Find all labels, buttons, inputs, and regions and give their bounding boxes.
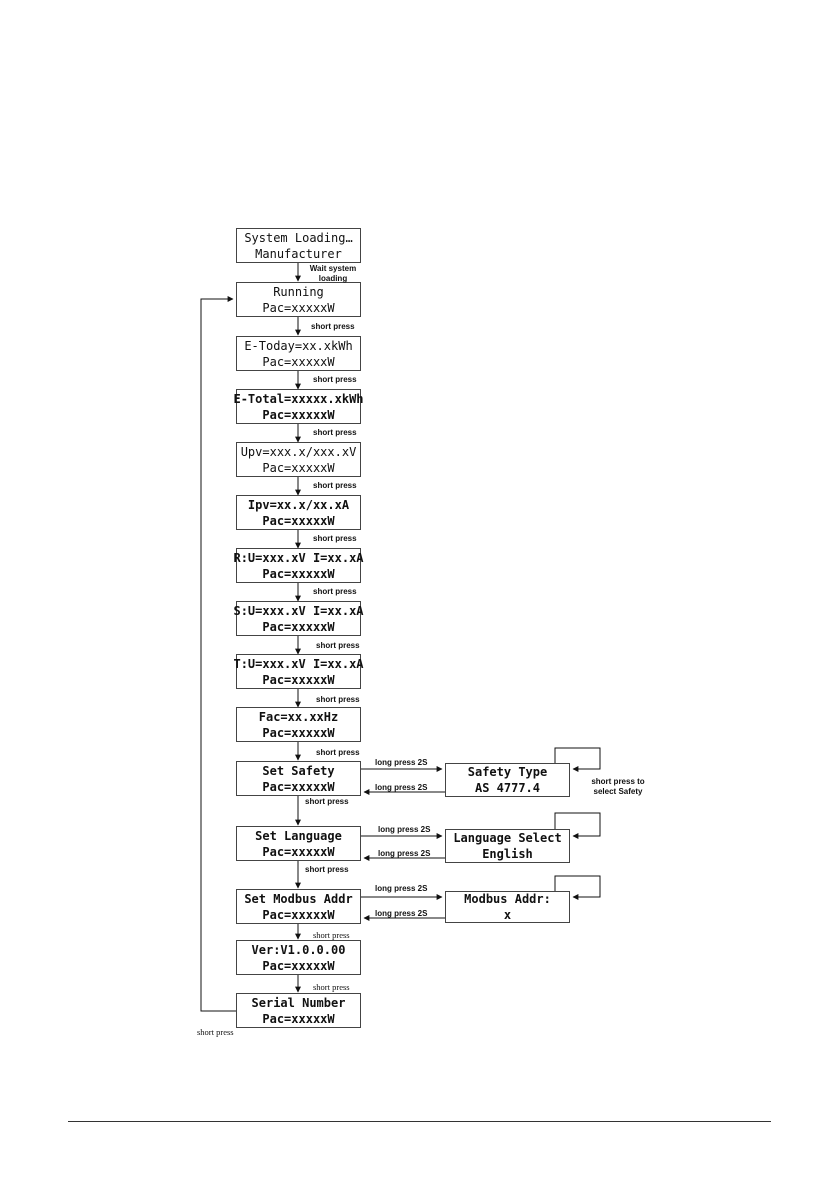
label-short-press-12: short press [313,930,350,940]
label-long-press-language-forward: long press 2S [378,825,431,834]
screen-line1: Ipv=xx.x/xx.xA [247,497,350,512]
screen-line2: Pac=xxxxxW [262,407,335,422]
screen-e-total: E-Total=xxxxx.xkWh Pac=xxxxxW [233,389,364,424]
label-short-press-8: short press [316,695,360,704]
screen-line2: Pac=xxxxxW [262,779,335,794]
screen-set-modbus: Set Modbus Addr Pac=xxxxxW [236,889,361,924]
screen-line1: R:U=xxx.xV I=xx.xA [233,550,364,565]
label-short-press-13: short press [313,982,350,992]
screen-line2: Pac=xxxxxW [262,1011,335,1026]
safety-self-loop [554,747,601,772]
screen-line2: Pac=xxxxxW [262,460,335,475]
screen-line2: x [503,908,512,922]
screen-line1: Safety Type [467,765,548,779]
label-short-press-9: short press [316,748,360,757]
screen-line1: Running [273,284,324,299]
loop-back-line [200,296,236,1012]
screen-ipv: Ipv=xx.x/xx.xA Pac=xxxxxW [236,495,361,530]
screen-fac: Fac=xx.xxHz Pac=xxxxxW [236,707,361,742]
label-short-press-6: short press [313,587,357,596]
screen-s-phase: S:U=xxx.xV I=xx.xA Pac=xxxxxW [233,601,364,636]
screen-line1: Set Safety [262,763,335,778]
screen-line2: Pac=xxxxxW [262,958,335,973]
screen-line2: Manufacturer [255,246,342,261]
screen-line2: Pac=xxxxxW [262,513,335,528]
modbus-self-loop [554,875,601,900]
label-short-press-11: short press [305,865,349,874]
screen-e-today: E-Today=xx.xkWh Pac=xxxxxW [236,336,361,371]
footer-divider [68,1121,771,1122]
screen-line2: AS 4777.4 [474,781,541,795]
label-short-press-3: short press [313,428,357,437]
screen-system-loading: System Loading… Manufacturer [236,228,361,263]
label-long-press-safety-forward: long press 2S [375,758,428,767]
screen-safety-type: Safety Type AS 4777.4 [445,763,570,797]
screen-line2: Pac=xxxxxW [262,672,335,687]
label-short-press-4: short press [313,481,357,490]
screen-r-phase: R:U=xxx.xV I=xx.xA Pac=xxxxxW [233,548,364,583]
screen-line1: System Loading… [244,230,353,245]
screen-line2: Pac=xxxxxW [262,619,335,634]
screen-line2: Pac=xxxxxW [262,725,335,740]
screen-line1: Upv=xxx.x/xxx.xV [240,444,357,459]
screen-line1: T:U=xxx.xV I=xx.xA [233,656,364,671]
screen-line1: Ver:V1.0.0.00 [251,942,346,957]
screen-line2: Pac=xxxxxW [262,300,335,315]
label-safety-note: short press to select Safety [589,777,647,797]
screen-serial: Serial Number Pac=xxxxxW [236,993,361,1028]
label-short-press-7: short press [316,641,360,650]
label-wait-system: Wait system loading [309,264,357,284]
screen-line1: E-Today=xx.xkWh [244,338,353,353]
screen-line2: Pac=xxxxxW [262,566,335,581]
screen-set-language: Set Language Pac=xxxxxW [236,826,361,861]
screen-modbus-addr: Modbus Addr: x [445,891,570,923]
screen-upv: Upv=xxx.x/xxx.xV Pac=xxxxxW [236,442,361,477]
label-long-press-modbus-back: long press 2S [375,909,428,918]
screen-line1: Language Select [453,831,562,845]
screen-line2: Pac=xxxxxW [262,907,335,922]
screen-version: Ver:V1.0.0.00 Pac=xxxxxW [236,940,361,975]
label-short-press-1: short press [311,322,355,331]
screen-line1: S:U=xxx.xV I=xx.xA [233,603,364,618]
label-safety-note-line1: short press to [591,777,645,786]
screen-line1: Serial Number [251,995,346,1010]
label-long-press-safety-back: long press 2S [375,783,428,792]
label-short-press-10: short press [305,797,349,806]
screen-line2: English [482,847,533,861]
label-short-press-5: short press [313,534,357,543]
label-wait-line2: loading [318,274,348,283]
label-long-press-language-back: long press 2S [378,849,431,858]
screen-line1: Set Language [255,828,342,843]
screen-line1: Modbus Addr: [464,892,551,906]
label-wait-line1: Wait system [309,264,357,273]
screen-line2: Pac=xxxxxW [262,354,335,369]
screen-line1: E-Total=xxxxx.xkWh [233,391,364,406]
label-short-press-2: short press [313,375,357,384]
screen-set-safety: Set Safety Pac=xxxxxW [236,761,361,796]
screen-line1: Set Modbus Addr [244,891,353,906]
label-safety-note-line2: select Safety [593,787,643,796]
screen-running: Running Pac=xxxxxW [236,282,361,317]
screen-line1: Fac=xx.xxHz [258,709,339,724]
language-self-loop [554,812,601,839]
screen-language-select: Language Select English [445,829,570,863]
screen-t-phase: T:U=xxx.xV I=xx.xA Pac=xxxxxW [233,654,364,689]
label-short-press-loop: short press [197,1027,234,1037]
screen-line2: Pac=xxxxxW [262,844,335,859]
label-long-press-modbus-forward: long press 2S [375,884,428,893]
